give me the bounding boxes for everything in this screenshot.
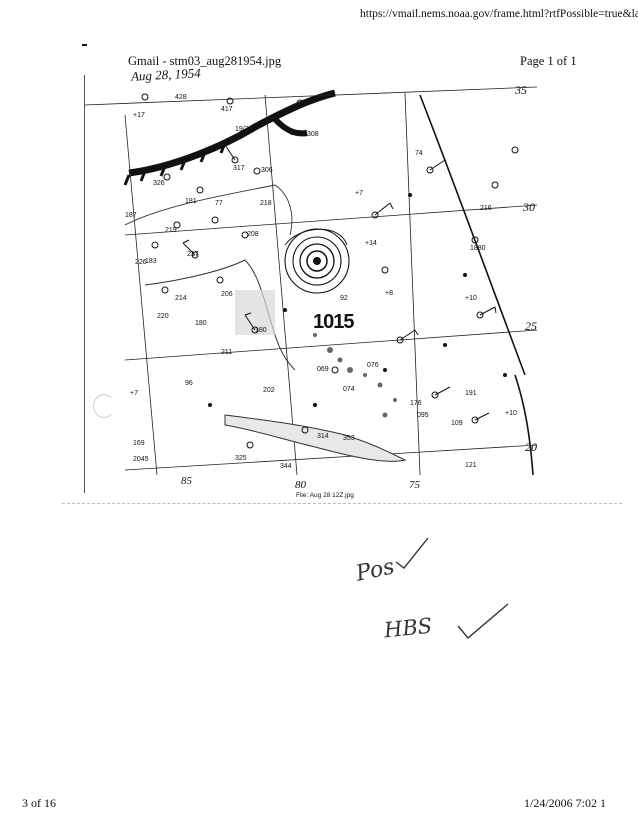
lon-label-75: 75	[409, 479, 420, 491]
station-number: 317	[233, 165, 245, 172]
station-plot-marks: +17 19/3 186 181 187 183 77 218 +7 74 216 1880 +…	[125, 112, 517, 463]
station-number: 220	[157, 313, 169, 320]
svg-text:92: 92	[340, 295, 348, 302]
svg-text:1880: 1880	[470, 245, 486, 252]
map-caption: File: Aug 28 12Z.jpg	[296, 492, 354, 499]
station-number: 206	[221, 291, 233, 298]
lat-line-35	[85, 86, 537, 106]
station-number: 180	[255, 327, 267, 334]
lon-label-85: 85	[181, 475, 192, 487]
svg-text:176: 176	[410, 400, 422, 407]
svg-text:19/3: 19/3	[235, 126, 249, 133]
svg-text:216: 216	[480, 205, 492, 212]
station-number: 214	[175, 295, 187, 302]
station-number: 095	[417, 412, 429, 419]
lat-label-20: 20	[525, 440, 537, 454]
station-markers	[141, 93, 519, 449]
punch-hole	[93, 394, 115, 418]
svg-text:+7: +7	[355, 190, 363, 197]
station-number: 314	[317, 433, 329, 440]
station-number: 344	[280, 463, 292, 470]
lat-line-20	[124, 444, 537, 471]
station-number: 121	[465, 462, 477, 469]
island-cuba	[224, 414, 407, 462]
svg-text:180: 180	[195, 320, 207, 327]
station-number: 306	[261, 167, 273, 174]
svg-text:+14: +14	[365, 240, 377, 247]
weather-map: +17 19/3 186 181 187 183 77 218 +7 74 216 1880 +…	[84, 65, 537, 493]
station-number: 202	[263, 387, 275, 394]
station-number: 069	[317, 366, 329, 373]
station-number: 353	[343, 435, 355, 442]
weather-map-drawing: +17 19/3 186 181 187 183 77 218 +7 74 216 1880 +…	[85, 86, 537, 476]
lon-line-75	[404, 92, 421, 476]
svg-text:77: 77	[215, 200, 223, 207]
station-number: 219	[165, 227, 177, 234]
lon-label-80: 80	[295, 479, 306, 491]
svg-text:181: 181	[185, 198, 197, 205]
front-line	[128, 89, 336, 177]
page-position: 3 of 16	[22, 796, 56, 810]
hurricane-center	[284, 228, 350, 294]
station-number: 308	[307, 131, 319, 138]
station-number: 109	[451, 420, 463, 427]
station-number: 325	[235, 455, 247, 462]
station-number: 226	[135, 259, 147, 266]
pressure-label: 1015	[313, 311, 354, 333]
isobar-arc	[419, 94, 526, 376]
svg-text:169: 169	[133, 440, 145, 447]
handwritten-note-pos: Pos	[353, 554, 397, 587]
svg-text:74: 74	[415, 150, 423, 157]
svg-text:183: 183	[145, 258, 157, 265]
separator-line	[62, 503, 622, 504]
svg-text:+10: +10	[465, 295, 477, 302]
svg-text:+17: +17	[133, 112, 145, 119]
page-title: Gmail - stm03_aug281954.jpg	[128, 54, 282, 68]
station-number: 208	[247, 231, 259, 238]
station-number: 428	[175, 94, 187, 101]
lon-line-85	[124, 114, 158, 476]
station-number: 211	[221, 349, 233, 356]
svg-text:186: 186	[290, 130, 302, 137]
station-number: 326	[153, 180, 165, 187]
island-bahamas	[313, 333, 397, 418]
lon-line-80	[264, 94, 298, 476]
station-number: 076	[367, 362, 379, 369]
handwritten-note-hbs: HBS	[382, 613, 434, 643]
print-timestamp: 1/24/2006 7:02 1	[524, 796, 607, 810]
station-dots	[208, 193, 507, 407]
svg-text:96: 96	[185, 380, 193, 387]
station-number: 417	[221, 106, 233, 113]
lat-label-35: 35	[515, 83, 527, 97]
checkmark-icon	[457, 603, 509, 639]
svg-text:+10: +10	[505, 410, 517, 417]
station-number: 217	[187, 251, 199, 258]
coastline-florida	[144, 259, 296, 371]
lat-label-25: 25	[525, 319, 537, 333]
margin-mark	[82, 44, 87, 46]
lat-line-25	[124, 329, 537, 361]
svg-text:+7: +7	[130, 390, 138, 397]
front-blob	[272, 116, 308, 137]
front-barbs	[123, 142, 227, 186]
isobar-arc-lower	[514, 374, 534, 476]
source-url: https://vmail.nems.noaa.gov/frame.html?r…	[360, 8, 638, 20]
lat-label-30: 30	[523, 200, 535, 214]
svg-text:+8: +8	[385, 290, 393, 297]
svg-text:218: 218	[260, 200, 272, 207]
coastline-gulf	[124, 184, 293, 236]
svg-text:191: 191	[465, 390, 477, 397]
station-number: 074	[343, 386, 355, 393]
svg-text:2045: 2045	[133, 456, 149, 463]
svg-text:187: 187	[125, 212, 137, 219]
checkmark-icon	[395, 537, 429, 569]
page-count: Page 1 of 1	[520, 54, 577, 68]
lat-line-30	[124, 204, 537, 236]
wind-barbs	[182, 140, 497, 421]
